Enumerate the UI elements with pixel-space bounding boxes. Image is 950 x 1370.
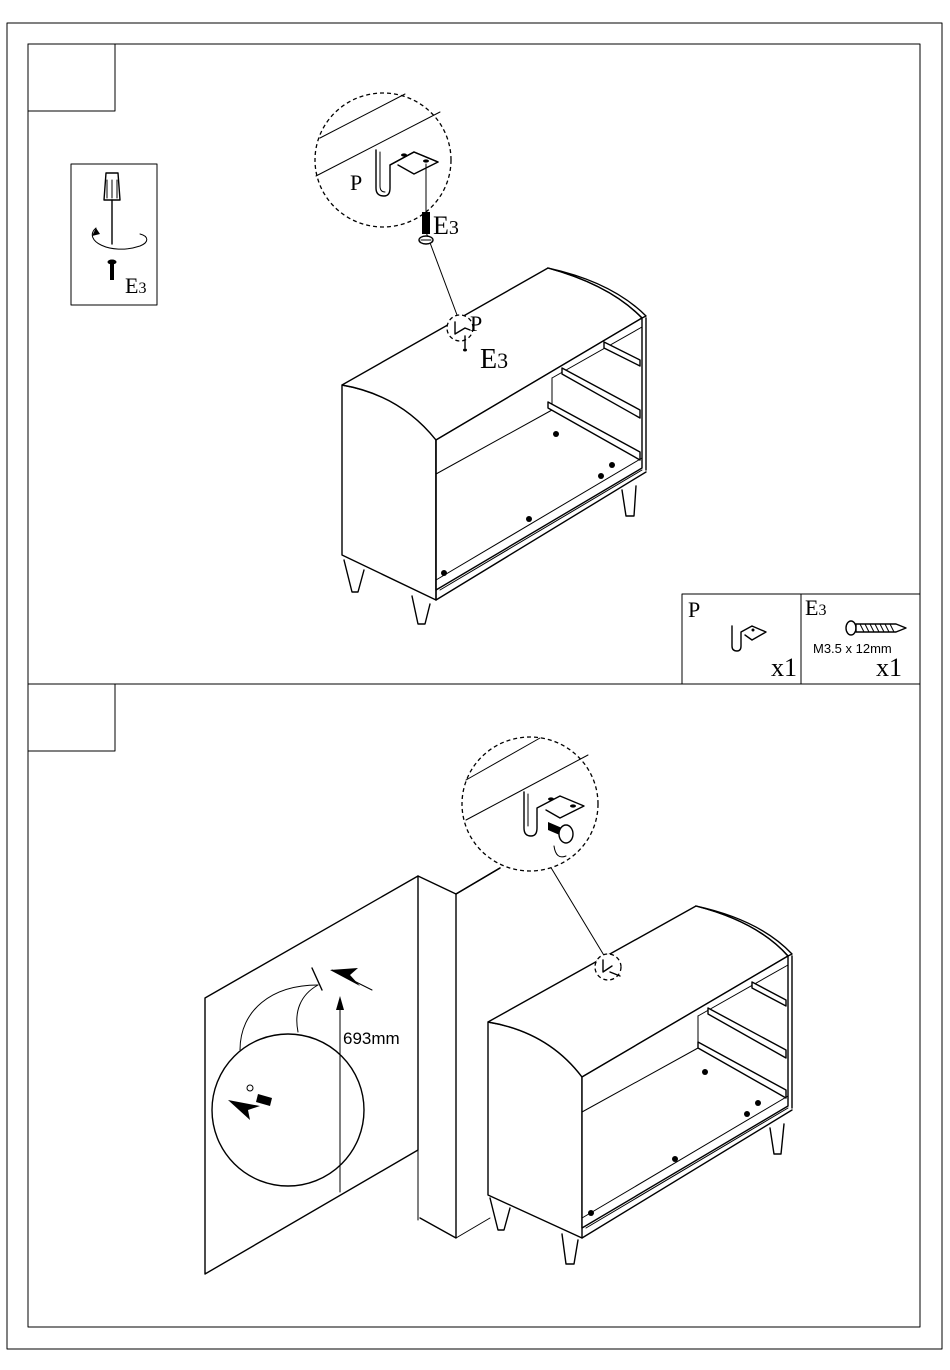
part-bracket-letter: P [688,597,700,622]
detail-bracket-label: P [350,170,362,195]
inner-frame [28,44,920,1327]
screw-e3-icon [419,212,433,244]
parts-cell-bracket: P x1 [688,597,797,682]
cabinet-screw-label: E3 [480,344,508,375]
drill-detail-circle [212,1034,364,1186]
cabinet-leg [562,1234,578,1264]
cabinet-step-2 [488,906,792,1264]
screw-e3-icon [846,621,906,635]
wall-height-dimension: 693mm [343,1029,400,1048]
bracket-p-icon [732,626,766,651]
cabinet-leg [770,1124,784,1154]
detail-screw-label: E3 [433,211,459,240]
parts-table: P x1 E3 M3.5 x 12mm x1 [682,594,920,684]
part-screw-quantity: x1 [876,653,902,682]
screw-e3-icon [108,260,117,281]
part-screw-letter: E3 [805,595,826,620]
screwdriver-icon [104,173,120,244]
cabinet-leg [412,596,430,624]
step-2-detail-callout [456,737,608,962]
tool-screw-label: E3 [125,273,146,298]
step-1-number-box [28,44,115,111]
cabinet-bracket-label: P [470,311,482,336]
detail-circle [315,93,451,227]
cabinet-step-1: P E3 [342,268,646,624]
screwdriver-tool-box: E3 [71,164,157,305]
step-2-number-box [28,684,115,751]
cabinet-leg [622,486,636,516]
outer-frame [7,23,942,1349]
parts-cell-screw: E3 M3.5 x 12mm x1 [805,595,906,682]
part-bracket-quantity: x1 [771,653,797,682]
step-1-detail-callout: P E3 [315,93,460,323]
callout-leader-line [426,232,460,323]
rotation-arrow-icon [92,228,146,249]
callout-leader-line [550,866,608,962]
